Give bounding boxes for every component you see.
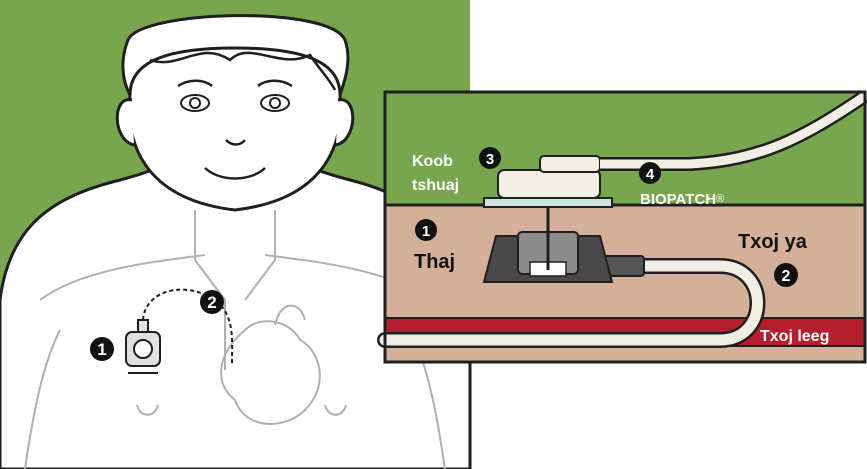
chest-anatomy	[24, 210, 446, 469]
marker-1: 1	[90, 337, 114, 361]
left-ear	[115, 98, 135, 147]
heart-vessel	[274, 304, 306, 326]
inset-border	[383, 90, 867, 364]
biopatch-number: 4	[646, 166, 655, 183]
inset-port	[482, 180, 614, 283]
marker-2-label: 2	[207, 293, 216, 312]
dressing-label-line1: Koob	[412, 153, 453, 170]
catheter-tube-inner	[379, 260, 763, 346]
marker-1-label: 1	[97, 340, 106, 359]
mouth	[204, 167, 266, 180]
biopatch-label: BIOPATCH®	[640, 191, 724, 208]
left-vein	[194, 210, 226, 370]
heart	[220, 320, 321, 425]
catheter-number: 2	[782, 268, 791, 285]
right-eye	[260, 94, 290, 112]
marker-2: 2	[200, 290, 224, 314]
label-dressing: Koob 3 tshuaj	[412, 147, 501, 194]
dressing-label-line2: tshuaj	[412, 177, 459, 194]
port-label: Thaj	[414, 251, 455, 273]
label-biopatch: 4 BIOPATCH®	[639, 162, 724, 208]
left-nipple	[136, 404, 159, 416]
hair-fringe	[149, 51, 337, 91]
external-tubing-inner	[600, 92, 867, 169]
dressing-top	[539, 155, 601, 173]
right-eyebrow	[257, 79, 293, 88]
dressing-base	[497, 169, 601, 199]
right-vein	[244, 210, 276, 301]
left-collarbone	[39, 254, 206, 301]
catheter-dashed	[142, 288, 234, 366]
head	[115, 14, 355, 212]
right-pupil	[269, 97, 281, 109]
right-ear	[335, 98, 355, 147]
biopatch-pad	[483, 197, 613, 208]
nose	[225, 139, 246, 146]
catheter-label: Txoj ya	[738, 231, 808, 253]
left-pupil	[189, 97, 201, 109]
port-device	[125, 319, 161, 374]
left-eyebrow	[177, 79, 213, 88]
left-armpit	[24, 329, 61, 469]
right-nipple	[324, 404, 347, 416]
dressing	[497, 155, 601, 199]
port-number: 1	[422, 223, 430, 240]
dressing-number: 3	[486, 151, 494, 168]
label-port: 1 Thaj	[414, 219, 455, 273]
left-eye	[180, 94, 210, 112]
port-connector	[137, 319, 149, 333]
vein-label: Txoj leeg	[760, 328, 829, 345]
inset-panel: Koob 3 tshuaj 4 BIOPATCH® 1 Thaj Txoj ya…	[377, 90, 867, 364]
port-septum	[133, 339, 153, 359]
label-catheter: Txoj ya 2	[738, 231, 808, 287]
